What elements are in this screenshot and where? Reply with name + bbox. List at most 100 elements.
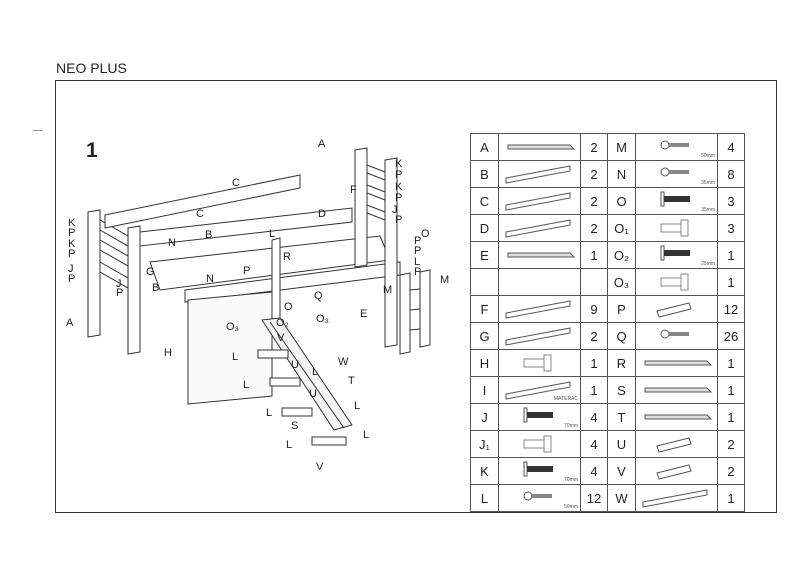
label: O₃	[226, 321, 239, 333]
label: H	[164, 347, 172, 359]
label: V	[277, 332, 285, 344]
part-quantity: 1	[717, 268, 745, 296]
label: C	[232, 177, 240, 189]
part-image	[498, 187, 581, 215]
part-quantity: 1	[580, 376, 608, 404]
slide	[261, 317, 353, 431]
part-letter: J₁	[470, 430, 499, 458]
part-letter: R	[607, 349, 636, 377]
label: U	[291, 359, 299, 371]
part-label: MATERAC	[553, 396, 578, 402]
part-letter	[470, 268, 499, 296]
rung	[257, 349, 289, 359]
part-quantity: 26	[717, 322, 745, 350]
part-letter: Q	[607, 322, 636, 350]
ladder-icon	[507, 252, 574, 258]
label: P	[68, 248, 75, 260]
label: M	[440, 274, 449, 286]
dowel-icon	[656, 302, 691, 318]
label: N	[168, 237, 176, 249]
label: T	[348, 375, 355, 387]
part-image	[498, 322, 581, 350]
part-size: 70mm	[564, 477, 578, 483]
part-quantity: 4	[717, 133, 745, 161]
part-image	[498, 268, 581, 296]
curtain-icon	[523, 354, 551, 372]
label: L	[266, 407, 272, 419]
part-letter: L	[470, 484, 499, 512]
label: B	[205, 229, 212, 241]
label: D	[318, 208, 326, 220]
part-letter: S	[607, 376, 636, 404]
label: L	[414, 256, 420, 268]
part-letter: N	[607, 160, 636, 188]
part-quantity: 9	[580, 295, 608, 323]
label: P	[68, 273, 75, 285]
part-quantity: 2	[580, 133, 608, 161]
part-quantity: 1	[717, 241, 745, 269]
part-image	[635, 295, 718, 323]
part-quantity: 2	[717, 430, 745, 458]
part-quantity: 2	[580, 214, 608, 242]
part-letter: B	[470, 160, 499, 188]
board-icon	[505, 165, 570, 184]
slide-rail-icon	[644, 387, 711, 393]
label: W	[338, 356, 349, 368]
left-post-front	[87, 209, 101, 338]
connector-icon	[660, 219, 688, 237]
label: G	[146, 266, 155, 278]
part-image	[635, 430, 718, 458]
part-quantity: 2	[580, 160, 608, 188]
part-quantity: 12	[580, 484, 608, 512]
part-quantity: 1	[717, 484, 745, 512]
label: P	[395, 214, 402, 226]
bed-drawing	[87, 147, 431, 446]
board-icon	[505, 192, 570, 211]
side-frame-icon	[507, 144, 574, 150]
part-quantity: 4	[580, 403, 608, 431]
rail-c	[139, 207, 353, 247]
part-quantity: 4	[580, 457, 608, 485]
part-image	[635, 268, 718, 296]
label: L	[363, 429, 369, 441]
short-board-icon	[505, 219, 570, 238]
rung-icon	[656, 437, 691, 453]
label: A	[318, 138, 326, 150]
part-letter: K	[470, 457, 499, 485]
part-image: 35mm	[635, 187, 718, 215]
part-letter: V	[607, 457, 636, 485]
part-letter: H	[470, 349, 499, 377]
part-letter: O₂	[607, 241, 636, 269]
part-image	[635, 376, 718, 404]
part-image	[498, 160, 581, 188]
label: P	[243, 265, 250, 277]
part-quantity: 1	[717, 403, 745, 431]
part-size: 25mm	[701, 261, 715, 267]
part-image	[635, 214, 718, 242]
label: K	[68, 217, 76, 229]
part-quantity: 2	[580, 322, 608, 350]
part-image: MATERAC	[498, 376, 581, 404]
label: L	[232, 351, 238, 363]
part-letter: O	[607, 187, 636, 215]
instruction-frame	[55, 80, 777, 513]
part-image	[635, 349, 718, 377]
part-image	[498, 241, 581, 269]
connector-icon	[660, 273, 688, 291]
part-letter: F	[470, 295, 499, 323]
label: B	[152, 282, 159, 294]
label: M	[383, 284, 392, 296]
label: O	[284, 301, 293, 313]
part-letter: C	[470, 187, 499, 215]
part-letter: W	[607, 484, 636, 512]
label: J	[392, 204, 398, 216]
label: R	[283, 251, 291, 263]
